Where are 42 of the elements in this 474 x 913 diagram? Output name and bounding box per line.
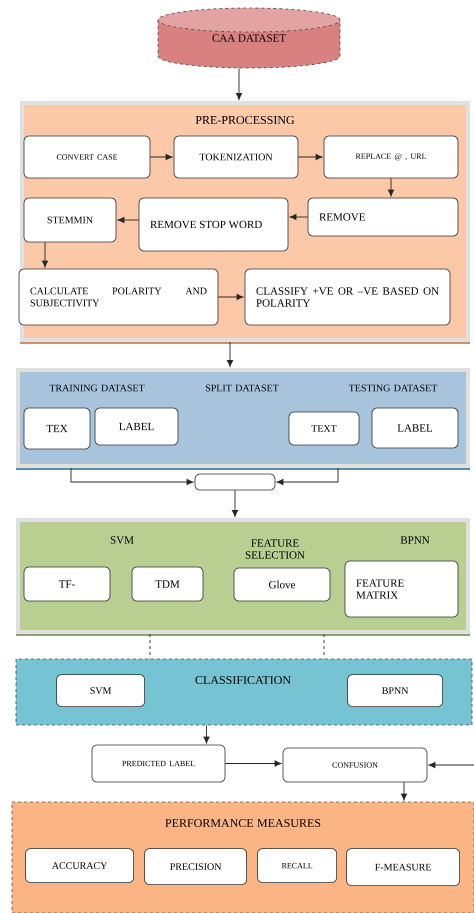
process-box: CONFUSION: [282, 748, 428, 782]
process-box: CLASSIFY +VE OR –VE BASED ON POLARITY: [244, 268, 450, 326]
process-box: RECALL: [257, 848, 337, 884]
process-box: TEXT: [288, 412, 360, 446]
arrow: [232, 490, 238, 517]
database-cylinder: CAA DATASET: [158, 8, 340, 68]
arrow: [42, 242, 48, 268]
process-box: SVM: [56, 674, 145, 707]
arrow: [118, 216, 140, 224]
arrow: [236, 68, 242, 100]
process-box: FEATURE MATRIX: [344, 560, 458, 618]
arrow: [400, 782, 408, 800]
process-box: TF-: [24, 566, 110, 602]
process-box: ACCURACY: [25, 848, 134, 884]
process-box: REMOVE: [308, 198, 458, 236]
arrow: [276, 468, 338, 486]
arrow: [298, 154, 322, 160]
process-box: TEX: [24, 408, 90, 450]
arrow: [290, 214, 308, 220]
process-box: CONVERT CASE: [24, 136, 150, 178]
process-box: TDM: [132, 566, 204, 602]
arrow: [150, 154, 172, 160]
process-box: STEMMIN: [24, 198, 116, 242]
empty-box: [194, 474, 276, 490]
process-box: Glove: [234, 568, 330, 602]
process-box: REPLACE @ , URL: [324, 136, 458, 178]
process-box: LABEL: [94, 408, 178, 446]
arrow: [226, 342, 234, 367]
process-box: CALCULATE POLARITY AND SUBJECTIVITY: [18, 268, 218, 326]
arrow: [70, 468, 194, 486]
process-box: TOKENIZATION: [174, 136, 298, 178]
arrow: [388, 178, 394, 196]
process-box: PREDICTED LABEL: [92, 744, 226, 782]
arrow: [218, 294, 244, 300]
arrow: [428, 762, 474, 768]
process-box: F-MEASURE: [346, 848, 460, 886]
process-box: PRECISION: [144, 848, 247, 885]
process-box: BPNN: [347, 674, 443, 707]
arrow: [203, 724, 210, 744]
process-box: REMOVE STOP WORD: [138, 198, 288, 252]
process-box: LABEL: [372, 408, 458, 448]
arrow: [224, 760, 282, 767]
